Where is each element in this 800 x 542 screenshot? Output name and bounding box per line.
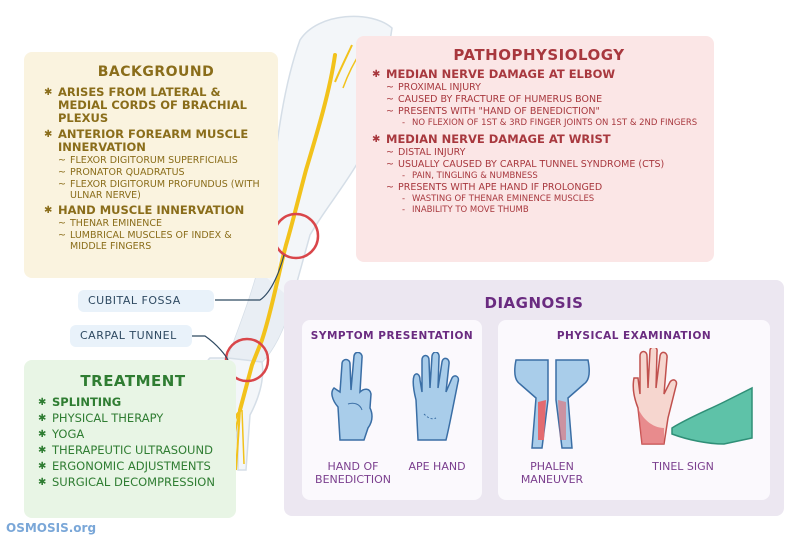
carpal-tunnel-label: CARPAL TUNNEL [70,325,192,347]
diagnosis-title: DIAGNOSIS [484,294,584,312]
background-item: ARISES from LATERAL & MEDIAL CORDS of BR… [44,86,268,125]
background-title: BACKGROUND [97,64,215,80]
wrist-item: PRESENTS with APE HAND if PROLONGED [372,182,706,193]
background-panel: BACKGROUND ARISES from LATERAL & MEDIAL … [24,52,278,278]
tinel-sign-caption: TINEL SIGN [652,460,714,473]
elbow-item: CAUSED by FRACTURE of HUMERUS BONE [372,94,706,105]
treatment-title: TREATMENT [80,372,186,390]
treatment-item: SURGICAL DECOMPRESSION [38,476,228,490]
physical-examination-title: PHYSICAL EXAMINATION [556,330,712,342]
treatment-item: YOGA [38,428,228,442]
wrist-detail: INABILITY to MOVE THUMB [372,205,706,215]
background-subitem: FLEXOR DIGITORUM SUPERFICIALIS [44,155,268,166]
phalen-maneuver-icon [514,359,590,449]
treatment-item: PHYSICAL THERAPY [38,412,228,426]
cubital-fossa-label: CUBITAL FOSSA [78,290,214,312]
diagnosis-panel: DIAGNOSIS SYMPTOM PRESENTATION HAND of B… [284,280,784,516]
wrist-heading: MEDIAN NERVE DAMAGE at WRIST [372,133,706,147]
logo-text: OSMOSIS.org [6,521,97,535]
background-item: ANTERIOR FOREARM MUSCLE INNERVATION [44,128,268,154]
background-item: HAND MUSCLE INNERVATION [44,204,268,218]
symptom-presentation-card: SYMPTOM PRESENTATION HAND of BENEDICTION… [302,320,482,500]
pathophysiology-title: PATHOPHYSIOLOGY [453,46,625,64]
ape-hand-icon [412,352,460,441]
wrist-item: DISTAL INJURY [372,147,706,158]
treatment-item: SPLINTING [38,396,228,410]
treatment-item: THERAPEUTIC ULTRASOUND [38,444,228,458]
background-subitem: PRONATOR QUADRATUS [44,167,268,178]
symptom-presentation-title: SYMPTOM PRESENTATION [310,330,474,342]
physical-examination-card: PHYSICAL EXAMINATION PHALEN MANEUVER TIN… [498,320,770,500]
hand-of-benediction-icon [331,352,373,441]
elbow-detail: NO FLEXION of 1ST & 3RD FINGER JOINTS ON… [372,118,706,128]
ape-hand-caption: APE HAND [408,460,466,473]
hand-of-benediction-caption: HAND of BENEDICTION [315,460,391,486]
treatment-item: ERGONOMIC ADJUSTMENTS [38,460,228,474]
background-subitem: THENAR EMINENCE [44,218,268,229]
wrist-detail: WASTING of THENAR EMINENCE MUSCLES [372,194,706,204]
treatment-panel: TREATMENT SPLINTING PHYSICAL THERAPY YOG… [24,360,236,518]
background-list: ARISES from LATERAL & MEDIAL CORDS of BR… [44,86,268,253]
wrist-item: USUALLY CAUSED by CARPAL TUNNEL SYNDROME… [372,159,706,170]
elbow-item: PROXIMAL INJURY [372,82,706,93]
background-subitem: LUMBRICAL MUSCLES of INDEX & MIDDLE FING… [44,230,268,252]
tinel-sign-icon [632,348,753,445]
background-subitem: FLEXOR DIGITORUM PROFUNDUS (WITH ULNAR N… [44,179,268,201]
elbow-heading: MEDIAN NERVE DAMAGE at ELBOW [372,68,706,82]
phalen-maneuver-caption: PHALEN MANEUVER [520,460,584,486]
median-nerve [238,53,337,412]
elbow-item: PRESENTS with "HAND OF BENEDICTION" [372,106,706,117]
pathophysiology-panel: PATHOPHYSIOLOGY MEDIAN NERVE DAMAGE at E… [356,36,714,262]
wrist-detail: PAIN, TINGLING & NUMBNESS [372,171,706,181]
osmosis-logo: OSMOSIS.org [6,518,116,538]
